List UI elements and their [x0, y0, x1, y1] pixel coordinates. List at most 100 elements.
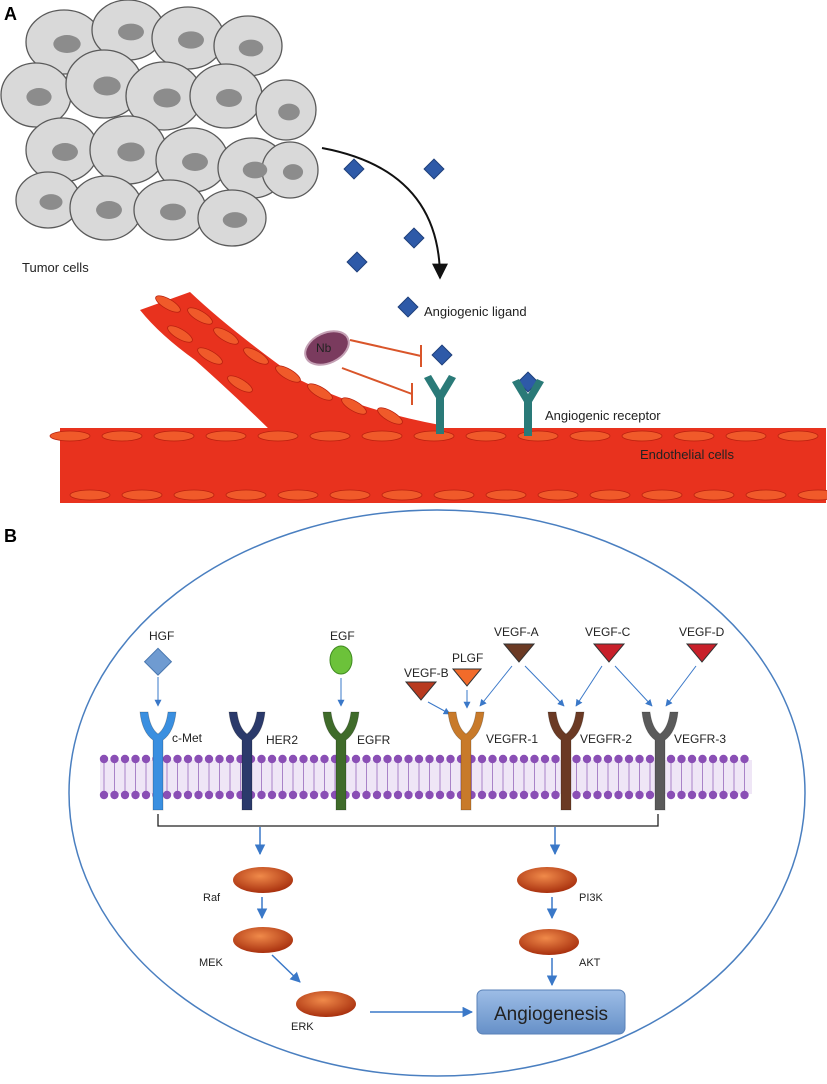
endothelial-cell [413, 430, 455, 442]
lipid-head [173, 790, 182, 800]
lipid-head [110, 754, 119, 764]
lipid-head [624, 790, 634, 800]
lipid-head [131, 790, 140, 800]
endothelial-cell-layer [49, 295, 827, 501]
tumor-cell-nucleus [52, 143, 78, 161]
lipid-head [215, 754, 224, 764]
endothelial-cell [227, 375, 253, 393]
endothelial-cell [465, 430, 507, 442]
angiogenic-ligand-group [343, 158, 539, 393]
lipid-head [372, 790, 382, 800]
endothelial-cell [257, 430, 299, 442]
lipid-head [582, 790, 592, 800]
lipid-head [383, 790, 392, 800]
vegf-b-triangle [404, 681, 438, 701]
lipid-head [614, 790, 623, 800]
vegf-a-triangle [502, 643, 536, 663]
endothelial-cell [433, 489, 475, 501]
vegfr3-receptor [641, 711, 679, 811]
lipid-head [288, 790, 298, 800]
lipid-head [299, 790, 308, 800]
lipid-head [677, 754, 686, 764]
tumor-cells-label: Tumor cells [22, 260, 89, 275]
endothelial-cell [329, 489, 371, 501]
endothelial-cell [745, 489, 787, 501]
tumor-cell-nucleus [178, 31, 204, 49]
tumor-cell-nucleus [222, 212, 248, 228]
endothelial-cell [485, 489, 527, 501]
lipid-head [162, 754, 172, 764]
lipid-head [530, 790, 539, 800]
tumor-cell-nucleus [160, 203, 186, 221]
lipid-head [603, 790, 613, 800]
endothelial-cell [309, 430, 351, 442]
lipid-head [572, 790, 581, 800]
vegf-a-label: VEGF-A [494, 625, 539, 639]
endothelial-cell [243, 347, 269, 365]
lipid-head [593, 790, 602, 800]
lipid-head [414, 754, 424, 764]
endothelial-cell [673, 430, 715, 442]
lipid-head [362, 790, 371, 800]
lipid-head [540, 754, 550, 764]
lipid-head [509, 754, 518, 764]
lipid-head [582, 754, 592, 764]
hgf-label: HGF [149, 629, 174, 643]
lipid-head [498, 754, 508, 764]
angiogenesis-label: Angiogenesis [494, 1004, 608, 1025]
lipid-head [309, 790, 319, 800]
lipid-head [645, 754, 655, 764]
lipid-head [257, 790, 266, 800]
lipid-head [351, 790, 361, 800]
lipid-head [110, 790, 119, 800]
angiogenesis-box [476, 989, 626, 1035]
lipid-head [740, 754, 749, 764]
lipid-head [519, 754, 529, 764]
lipid-head [435, 754, 445, 764]
endothelial-cell [621, 430, 663, 442]
lipid-head [435, 790, 445, 800]
lipid-head [635, 790, 644, 800]
lipid-head [719, 754, 728, 764]
vegf-c-label: VEGF-C [585, 625, 631, 639]
tumor-cell-nucleus [153, 88, 181, 108]
tumor-cell-nucleus [117, 142, 145, 162]
lipid-head [572, 754, 581, 764]
tumor-cell-nucleus [238, 39, 264, 57]
cell-outline [68, 509, 806, 1077]
endothelial-cell [641, 489, 683, 501]
endothelial-cell [69, 489, 111, 501]
endothelial-cell [213, 327, 239, 345]
endothelial-cell [377, 407, 403, 425]
lipid-head [288, 754, 298, 764]
mek-label: MEK [199, 957, 224, 969]
lipid-head [719, 790, 728, 800]
lipid-head [320, 790, 329, 800]
lipid-head [593, 754, 602, 764]
egf-ball [329, 645, 353, 675]
endothelial-cell [173, 489, 215, 501]
lipid-head [698, 754, 707, 764]
lipid-head [404, 790, 413, 800]
erk-label: ERK [291, 1021, 314, 1033]
lipid-head [141, 790, 151, 800]
lipid-head [299, 754, 308, 764]
lipid-head [120, 790, 130, 800]
lipid-head [372, 754, 382, 764]
akt-kinase [519, 929, 579, 955]
egfr-label: EGFR [357, 733, 391, 747]
lipid-head [194, 754, 203, 764]
lipid-head [446, 790, 455, 800]
lipid-head [99, 790, 109, 800]
cell-membrane [99, 754, 752, 800]
endothelial-cell [277, 489, 319, 501]
vegfr2-label: VEGFR-2 [580, 732, 632, 746]
akt-label: AKT [579, 957, 601, 969]
vegf-c-triangle [592, 643, 626, 663]
lipid-head [666, 754, 676, 764]
lipid-head [635, 754, 644, 764]
plgf-label: PLGF [452, 651, 483, 665]
ligand-diamond [431, 344, 453, 366]
endothelial-cell [153, 430, 195, 442]
endothelial-cell [155, 295, 181, 313]
